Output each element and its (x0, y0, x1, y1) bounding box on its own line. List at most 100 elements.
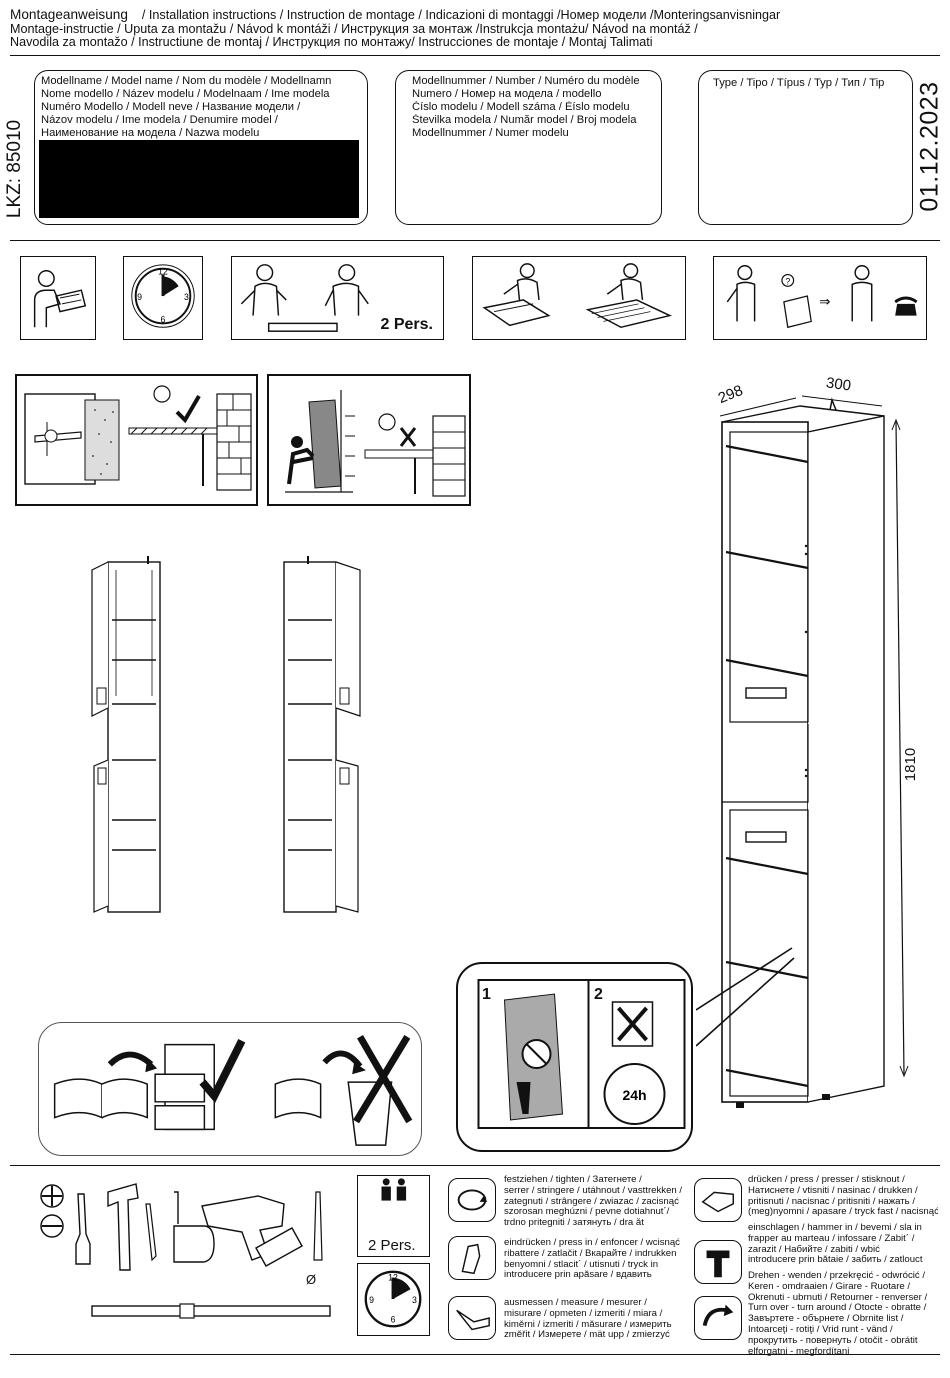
legend-turn-over-line: Drehen - wenden / przekręcić - odwrócić … (748, 1271, 926, 1281)
legend-press-in-line: ribattere / zatlačit / Вкарайте / indruk… (504, 1248, 677, 1259)
svg-text:12: 12 (388, 1273, 398, 1283)
legend-tighten-line: festziehen / tighten / Затегнете / (504, 1175, 642, 1185)
legend-press-in: eindrücken / press in / enfoncer / wcisn… (504, 1238, 690, 1281)
legend-tighten-line: serrer / stringere / utáhnout / vasttrek… (504, 1185, 683, 1196)
legend-tighten-line: szorosan meghúzni / pevne dotiahnut´/ (504, 1207, 670, 1218)
two-persons-label: 2 Pers. (380, 316, 433, 333)
legend-measure-line: změřit / Измерете / mät upp / zmierzyć (504, 1330, 670, 1341)
legend-turn-over-line: Întoarceţi - rotiţi / Vrid runt - vänd / (748, 1324, 893, 1335)
model-number-line: Číslo modelu / Modell száma / Èíslo mode… (412, 101, 630, 113)
press-in-icon (448, 1236, 496, 1280)
read-manual-icon (20, 256, 96, 340)
legend-measure-line: misurare / opmeten / izmeriti / miara / (504, 1308, 663, 1319)
legend-press-line: pritisnuti / nacisnac / pritisniti / наж… (748, 1196, 915, 1207)
legend-press-in-line: introducere prin apăsare / вдавить (504, 1270, 652, 1281)
legend-hammer-in-line: introducere prin bătaie / забить / zatlo… (748, 1255, 923, 1266)
hammer-icon (694, 1240, 742, 1284)
legend-turn-over-line: Завъртете - обърнете / Obrnite list / (748, 1314, 904, 1325)
legend-hammer-in: einschlagen / hammer in / bevemi / sla i… (748, 1223, 938, 1266)
model-name-line: Modellname / Model name / Nom du modèle … (41, 75, 332, 87)
header-line-1: / Installation instructions / Instructio… (141, 8, 781, 22)
document-date: 01.12.2023 (915, 81, 944, 212)
measure-icon (448, 1296, 496, 1340)
two-persons-label-bottom: 2 Pers. (368, 1237, 416, 1254)
model-name-line: Nome modello / Název modelu / Modelnaam … (41, 88, 330, 100)
model-name-line: Наименование на модела / Nazwa modelu (41, 127, 260, 139)
legend-turn-over: Drehen - wenden / przekręcić - odwrócić … (748, 1271, 938, 1357)
height-dimension: 1810 (902, 747, 920, 782)
clock-icon: 12 3 6 9 (123, 256, 203, 340)
svg-text:⇒: ⇒ (819, 294, 831, 309)
legend-hammer-in-line: zarazit / Набийте / zabiti / wbić (748, 1244, 880, 1255)
svg-text:9: 9 (137, 292, 142, 302)
legend-press-line: (meg)nyomni / apasare / tryck fast / nac… (748, 1207, 938, 1218)
legend-tighten: festziehen / tighten / Затегнете / serre… (504, 1175, 690, 1229)
legend-press-in-line: eindrücken / press in / enfoncer / wcisn… (504, 1238, 680, 1248)
legend-press: drücken / press / presser / stisknout / … (748, 1175, 938, 1218)
keep-manual-panel (38, 1022, 422, 1156)
open-cabinet-right-view (283, 556, 361, 913)
call-support-icon: ? ⇒ (713, 256, 927, 340)
document-title: Montageanweisung (10, 8, 128, 22)
svg-text:6: 6 (161, 314, 166, 324)
legend-turn-over-line: elforgatni - megfordítani (748, 1346, 850, 1357)
legend-turn-over-line: Okrenuti - ubrnuti / Retourner - renvers… (748, 1292, 928, 1303)
model-number-line: Številka modela / Număr model / Broj mod… (412, 114, 637, 126)
type-label: Type / Tipo / Típus / Typ / Тип / Tip (713, 77, 885, 89)
cleaning-detail-callout: 24h 1 2 (456, 962, 693, 1152)
legend-rule-top (10, 1165, 940, 1166)
legend-hammer-in-line: einschlagen / hammer in / bevemi / sla i… (748, 1223, 922, 1233)
turn-over-icon (694, 1296, 742, 1340)
svg-text:12: 12 (158, 267, 168, 277)
model-name-line: Názov modelu / Ime modela / Denumire mod… (41, 114, 278, 126)
legend-press-in-line: benyomni / stlacit´ / utisnuti / tryck i… (504, 1259, 659, 1270)
protect-floor-icon (472, 256, 686, 340)
detail-step-1: 1 (482, 986, 491, 1003)
type-box: Type / Tipo / Típus / Typ / Тип / Tip (698, 70, 913, 225)
model-number-line: Modellnummer / Number / Numéro du modèle (412, 75, 640, 87)
lkz-number: LKZ: 85010 (4, 119, 25, 219)
model-name-line: Numéro Modello / Modell neve / Название … (41, 101, 301, 113)
svg-text:3: 3 (412, 1295, 417, 1305)
model-name-box: Modellname / Model name / Nom du modèle … (34, 70, 368, 225)
legend-turn-over-line: Turn over - turn around / Otocte - obrat… (748, 1303, 927, 1314)
legend-press-line: Натиснете / vtisniti / nasinac / drukken… (748, 1185, 918, 1196)
press-icon (694, 1178, 742, 1222)
legend-rule-bottom (10, 1354, 940, 1355)
two-persons-box (357, 1175, 430, 1257)
redacted-model-name (39, 140, 359, 218)
tools-illustration (40, 1183, 331, 1319)
wall-mount-wrong-panel (267, 374, 471, 506)
model-number-line: Modellnummer / Numer modelu (412, 127, 569, 139)
header-line-3: Navodila za montažo / Instructiune de mo… (10, 36, 653, 50)
legend-turn-over-line: прокрутить - повернуть / otočit - obráti… (748, 1335, 918, 1346)
legend-turn-over-line: Keren - omdraaien / Girare - Ruotare / (748, 1281, 911, 1292)
legend-measure-line: kiměrni / izmeriti / măsurare / измерить (504, 1319, 672, 1330)
cabinet-main-drawing (696, 395, 909, 1108)
open-cabinet-left-view (91, 556, 161, 913)
info-rule (10, 240, 940, 241)
detail-step-2: 2 (594, 986, 603, 1003)
legend-tighten-line: zategnuti / strângere / zwiazac / zacisn… (504, 1196, 679, 1207)
tighten-icon (448, 1178, 496, 1222)
svg-text:3: 3 (184, 292, 189, 302)
clock-box: 12 3 6 9 (357, 1263, 430, 1336)
legend-press-line: drücken / press / presser / stisknout / (748, 1175, 905, 1185)
model-number-box: Modellnummer / Number / Numéro du modèle… (395, 70, 662, 225)
header-text: Montageanweisung / Installation instructi… (10, 8, 940, 50)
detail-time-label: 24h (622, 1087, 646, 1103)
legend-hammer-in-line: frapper au marteau / infossare / Zabit´ … (748, 1233, 915, 1244)
svg-text:9: 9 (369, 1295, 374, 1305)
width-dimension: 300 (824, 374, 853, 395)
legend-measure: ausmessen / measure / mesurer / misurare… (504, 1298, 690, 1341)
legend-measure-line: ausmessen / measure / mesurer / (504, 1298, 647, 1308)
header-line-2: Montage-instructie / Uputa za montažu / … (10, 22, 698, 36)
drill-diameter-label: Ø (306, 1272, 317, 1287)
svg-text:?: ? (785, 276, 790, 286)
wall-mount-correct-panel (15, 374, 258, 506)
svg-text:6: 6 (391, 1314, 396, 1324)
header-rule (10, 55, 940, 56)
model-number-line: Numero / Номер на модела / modello (412, 88, 602, 100)
legend-tighten-line: trdno pritegniti / затянуть / dra åt (504, 1218, 644, 1229)
two-person-assembly-icon: 2 Pers. (231, 256, 444, 340)
